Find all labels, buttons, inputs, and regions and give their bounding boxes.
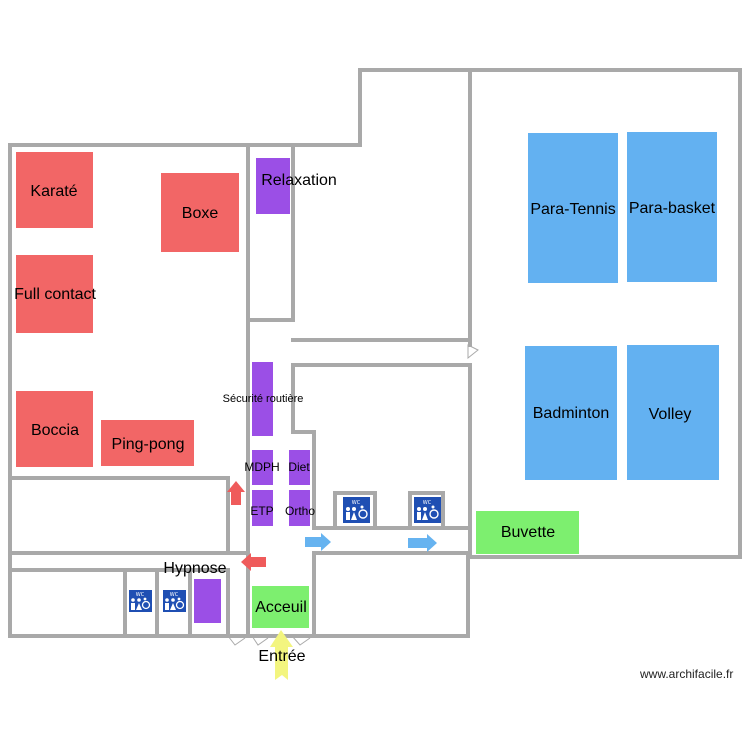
door-icon: [227, 635, 246, 646]
wc-sign-icon: WC: [163, 590, 186, 612]
entree-label: Entrée: [258, 648, 305, 665]
relaxation-area: [256, 158, 290, 214]
credit-text: www.archifacile.fr: [640, 667, 734, 681]
relaxation-label: Relaxation: [261, 172, 337, 189]
badminton-label: Badminton: [533, 405, 610, 422]
securite-routiere-area: [252, 362, 273, 436]
buvette-area: [476, 511, 579, 554]
arrow-up-icon: [227, 481, 245, 505]
boxe-area: [161, 173, 239, 252]
wc-sign-icon: WC: [343, 497, 370, 523]
full-contact-area: [16, 255, 93, 333]
full-contact-label: Full contact: [14, 286, 96, 303]
door-icon: [467, 344, 479, 360]
arrow-left-icon: [241, 553, 266, 571]
boccia-label: Boccia: [31, 422, 79, 439]
diet-area: [289, 450, 310, 485]
buvette-label: Buvette: [501, 524, 555, 541]
wc-sign-icon: WC: [129, 590, 152, 612]
volley-label: Volley: [649, 406, 692, 423]
svg-text:WC: WC: [136, 592, 145, 598]
svg-text:WC: WC: [423, 500, 432, 506]
svg-text:WC: WC: [352, 500, 361, 506]
outer-wall: [8, 68, 742, 638]
boccia-area: [16, 391, 93, 467]
para-basket-label: Para-basket: [629, 200, 716, 217]
hypnose-area: [194, 579, 221, 623]
ping-pong-label: Ping-pong: [112, 436, 185, 453]
etp-area: [252, 490, 273, 526]
arrow-right-icon: [408, 534, 437, 552]
walls: [8, 68, 742, 646]
wc-sign-icon: WC: [414, 497, 441, 523]
ortho-label: Ortho: [285, 504, 315, 518]
para-tennis-label: Para-Tennis: [530, 201, 615, 218]
door-icon: [291, 635, 311, 646]
ping-pong-area: [101, 420, 194, 466]
svg-text:WC: WC: [170, 592, 179, 598]
entrance-arrow-icon: [270, 630, 293, 680]
para-basket-court: [627, 132, 717, 282]
etp-label: ETP: [250, 504, 273, 518]
karate-label: Karaté: [30, 183, 77, 200]
volley-court: [627, 345, 719, 480]
door-icon: [251, 635, 269, 646]
mdph-area: [252, 450, 273, 485]
acceuil-area: [252, 586, 309, 628]
securite-routiere-label: Sécurité routière: [223, 393, 304, 405]
hypnose-label: Hypnose: [163, 560, 226, 577]
para-tennis-court: [528, 133, 618, 283]
acceuil-label: Acceuil: [255, 599, 307, 616]
karate-area: [16, 152, 93, 228]
boxe-label: Boxe: [182, 205, 219, 222]
badminton-court: [525, 346, 617, 480]
ortho-area: [289, 490, 310, 526]
diet-label: Diet: [288, 460, 310, 474]
mdph-label: MDPH: [244, 460, 279, 474]
arrow-right-icon: [305, 533, 331, 551]
